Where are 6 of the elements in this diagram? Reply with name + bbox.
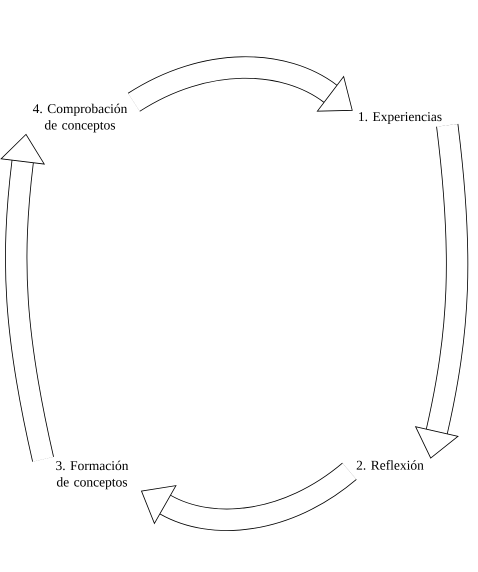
step-label: 2. Reflexión: [356, 460, 424, 470]
step-label: 4. Comprobación de conceptos: [32, 104, 128, 132]
step-label: 1. Experiencias: [359, 112, 442, 124]
step-label: 3. Formación de conceptos: [56, 460, 128, 490]
block-arrow: [128, 56, 353, 112]
block-arrow: [0, 134, 54, 462]
